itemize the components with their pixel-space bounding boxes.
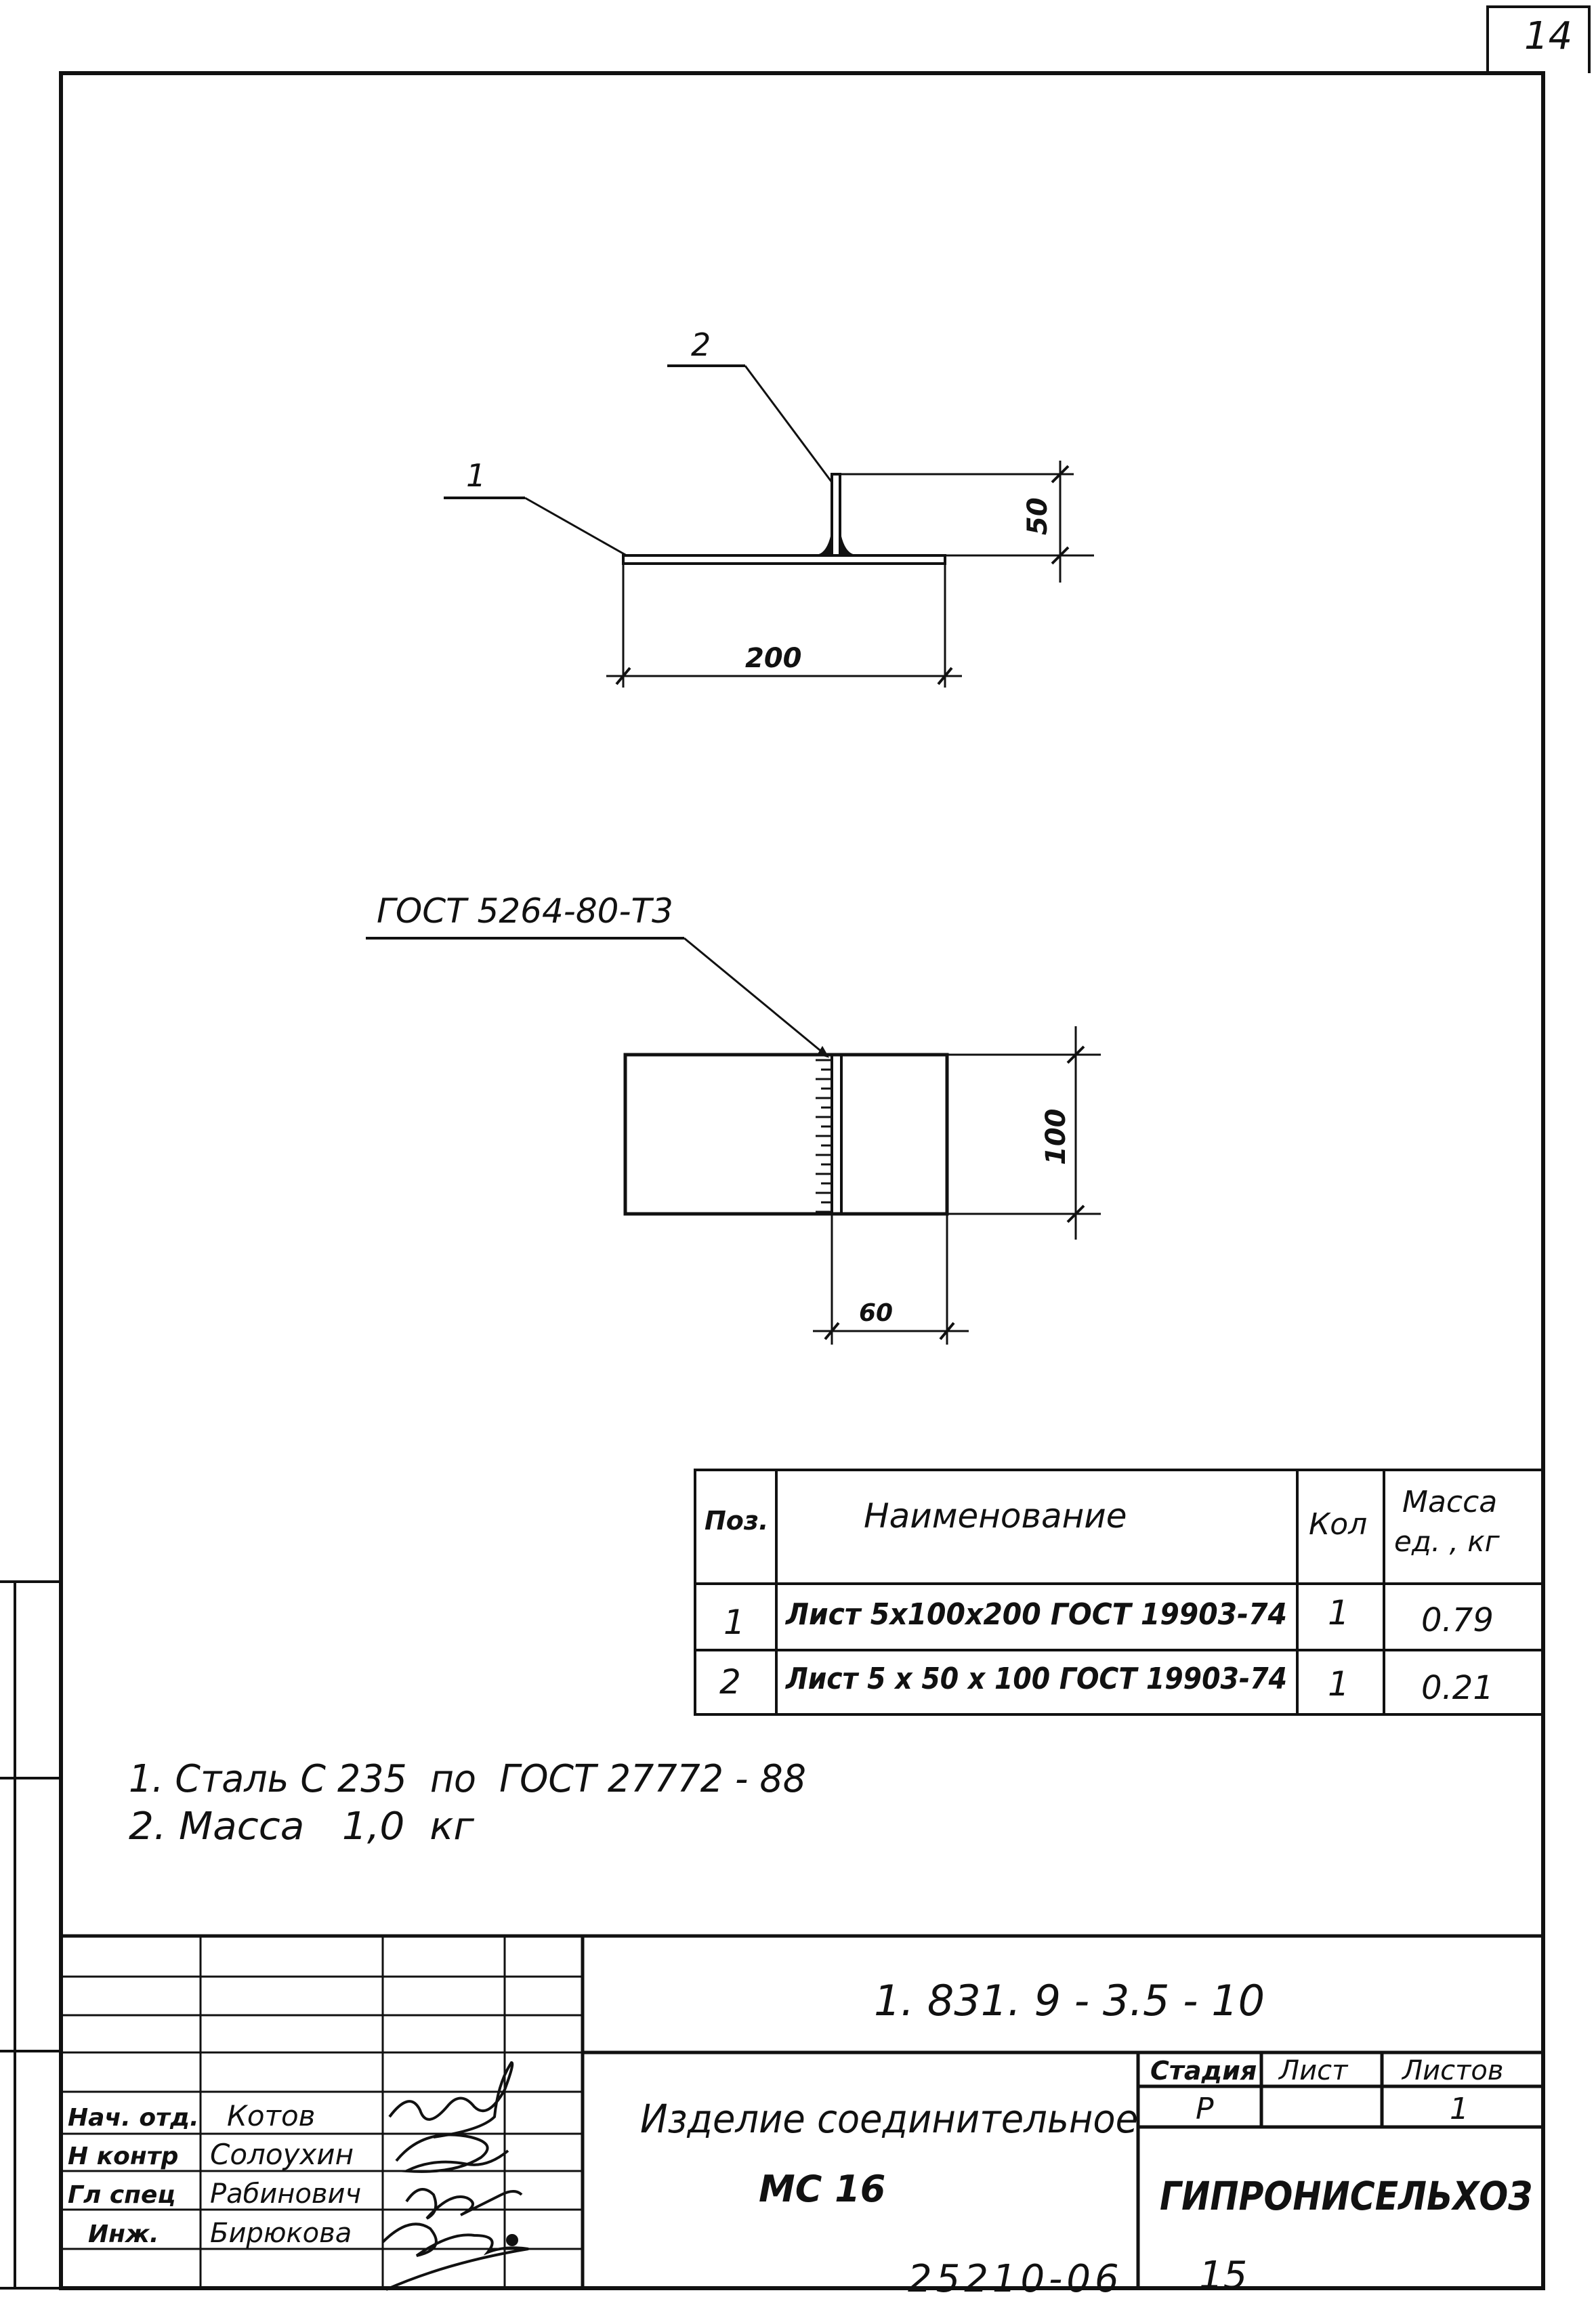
signature-1 <box>388 2061 514 2138</box>
row2-qty: 1 <box>1328 1664 1349 1704</box>
row2-name: Лист 5 х 50 х 100 ГОСТ 19903-74 <box>784 1662 1287 1696</box>
signer-role-4: Инж. <box>88 2220 159 2248</box>
signer-name-4: Бирюкова <box>210 2218 352 2249</box>
binding-margin <box>0 1580 61 2290</box>
note-2: 2. Масса 1,0 кг <box>129 1805 475 1849</box>
sheet-number-box: 14 <box>1486 5 1591 73</box>
rib-plate <box>831 473 841 557</box>
sheets-value: 1 <box>1450 2092 1469 2126</box>
position-label-2: 2 <box>691 326 711 363</box>
table-header-mass: Масса <box>1402 1485 1497 1519</box>
signature-3 <box>405 2188 523 2220</box>
signature-2 <box>395 2133 509 2173</box>
handwritten-signatures <box>381 2061 529 2291</box>
archive-number: 25210-06 <box>908 2257 1123 2297</box>
specification-table <box>694 1469 1545 1716</box>
sheet-label: Лист <box>1278 2055 1349 2086</box>
note-1: 1. Сталь С 235 по ГОСТ 27772 - 88 <box>129 1757 806 1801</box>
signer-name-3: Рабинович <box>210 2178 361 2210</box>
table-header-pos: Поз. <box>705 1506 768 1536</box>
table-header-mass-unit: ед. , кг <box>1394 1525 1500 1558</box>
dimension-200: 200 <box>745 643 802 674</box>
row1-qty: 1 <box>1328 1593 1349 1632</box>
weld-fillet <box>818 534 833 557</box>
product-name: Изделие соединительное <box>640 2096 1138 2142</box>
weld-symbol <box>816 1059 832 1213</box>
base-plate <box>622 554 946 565</box>
plan-view <box>366 937 1101 1345</box>
dimension-100: 100 <box>1041 1109 1072 1166</box>
stage-label: Стадия <box>1150 2056 1257 2086</box>
row2-pos: 2 <box>719 1662 741 1702</box>
signer-role-1: Нач. отд. <box>68 2104 199 2132</box>
row1-pos: 1 <box>723 1603 745 1642</box>
organization-name: ГИПРОНИСЕЛЬХОЗ <box>1160 2173 1532 2219</box>
front-view <box>444 364 1094 688</box>
position-label-1: 1 <box>466 457 486 494</box>
base-plate-plan <box>623 1053 949 1216</box>
signer-name-2: Солоухин <box>210 2138 354 2171</box>
table-header-name: Наименование <box>864 1496 1127 1536</box>
dimension-50: 50 <box>1022 497 1053 535</box>
sheet-number: 14 <box>1524 14 1572 58</box>
row1-name: Лист 5х100х200 ГОСТ 19903-74 <box>784 1597 1287 1632</box>
signature-grid <box>61 1936 583 2288</box>
sheets-label: Листов <box>1401 2055 1503 2086</box>
row1-mass: 0.79 <box>1421 1601 1494 1639</box>
dimension-60: 60 <box>859 1299 893 1327</box>
signer-name-1: Котов <box>227 2099 315 2132</box>
title-block <box>61 1934 1543 2288</box>
signer-role-2: Н контр <box>68 2143 178 2170</box>
footer-page-number: 15 <box>1199 2254 1247 2297</box>
weld-fillet <box>839 534 854 557</box>
signer-role-3: Гл спец <box>68 2181 175 2209</box>
signature-4 <box>381 2222 529 2291</box>
stage-value: Р <box>1196 2092 1214 2126</box>
weld-standard-note: ГОСТ 5264-80-Т3 <box>377 891 673 931</box>
drawing-frame <box>59 71 1545 2290</box>
table-header-qty: Кол <box>1309 1507 1367 1542</box>
drawing-designation: 1. 831. 9 - 3.5 - 10 <box>874 1976 1265 2025</box>
row2-mass: 0.21 <box>1421 1669 1494 1707</box>
product-code: МС 16 <box>759 2168 885 2210</box>
